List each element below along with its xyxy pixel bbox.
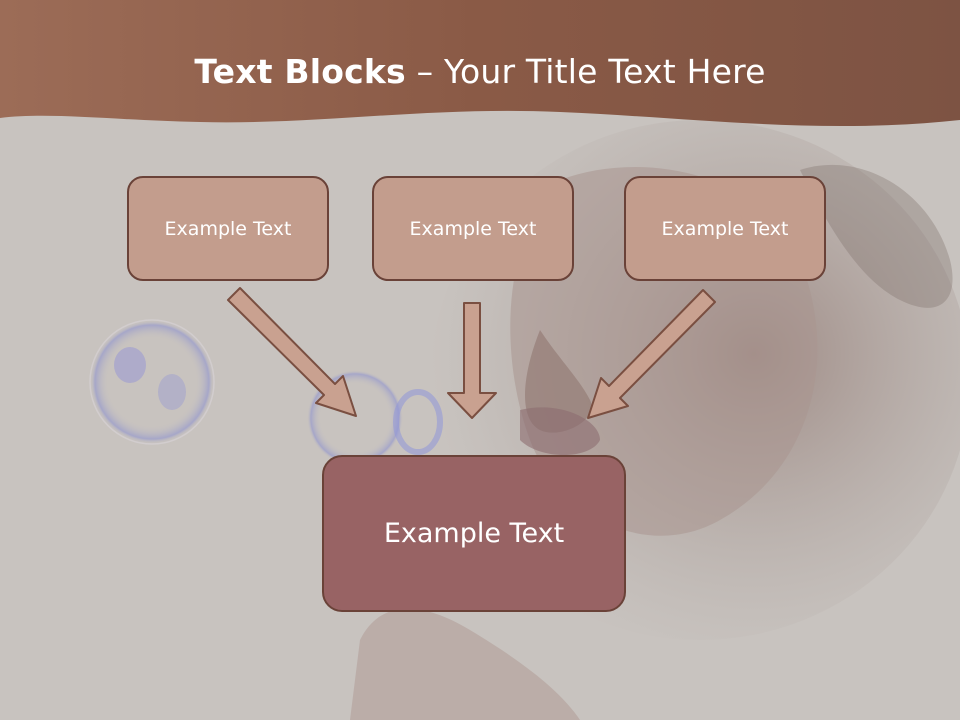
text-block-2-label: Example Text bbox=[409, 217, 537, 240]
title-bold-part: Text Blocks bbox=[194, 52, 406, 91]
text-block-1: Example Text bbox=[127, 176, 329, 281]
text-block-1-label: Example Text bbox=[164, 217, 292, 240]
result-block-label: Example Text bbox=[383, 518, 565, 549]
text-block-3: Example Text bbox=[624, 176, 826, 281]
title-dash: – bbox=[405, 52, 444, 91]
slide-title: Text Blocks – Your Title Text Here bbox=[0, 52, 960, 91]
text-block-3-label: Example Text bbox=[661, 217, 789, 240]
text-block-2: Example Text bbox=[372, 176, 574, 281]
result-block: Example Text bbox=[322, 455, 626, 612]
title-rest-part: Your Title Text Here bbox=[443, 52, 766, 91]
